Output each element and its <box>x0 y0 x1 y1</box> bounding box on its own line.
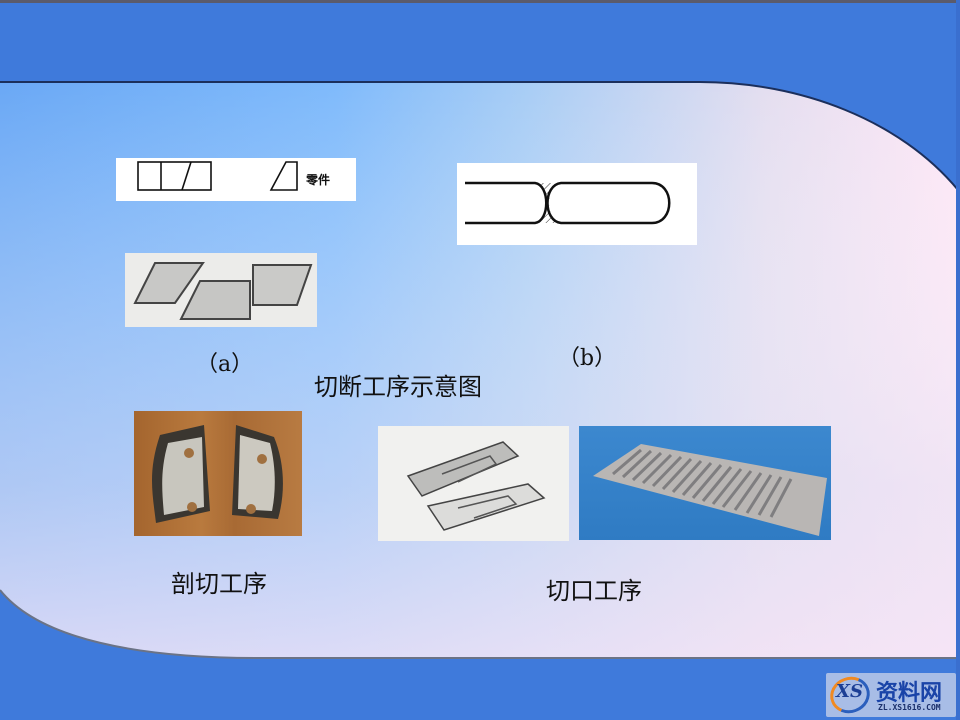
notching-process-caption: 切口工序 <box>546 577 642 605</box>
parting-process-caption: 剖切工序 <box>171 570 267 598</box>
logo-text: 资料网 <box>876 681 943 706</box>
watermark-logo: XS 资料网 ZL.XS1616.COM <box>825 671 956 719</box>
figure-a-caption: （a） <box>196 352 254 377</box>
louvre-plate-render <box>579 426 831 540</box>
parting-parts-photo <box>134 411 302 536</box>
logo-url: ZL.XS1616.COM <box>878 703 941 712</box>
logo-letters: XS <box>836 681 863 702</box>
cutoff-process-caption: 切断工序示意图 <box>314 373 482 401</box>
part-label: 零件 <box>306 173 331 187</box>
cutoff-section-drawing <box>465 181 671 225</box>
figure-b-caption: （b） <box>558 346 617 371</box>
shear-blank-drawing <box>137 161 298 191</box>
figure-b-line-drawing <box>457 163 697 245</box>
sheared-parts-image <box>125 253 317 327</box>
notching-drawing-image <box>378 426 569 541</box>
figure-a-line-drawing: 零件 <box>116 158 356 201</box>
